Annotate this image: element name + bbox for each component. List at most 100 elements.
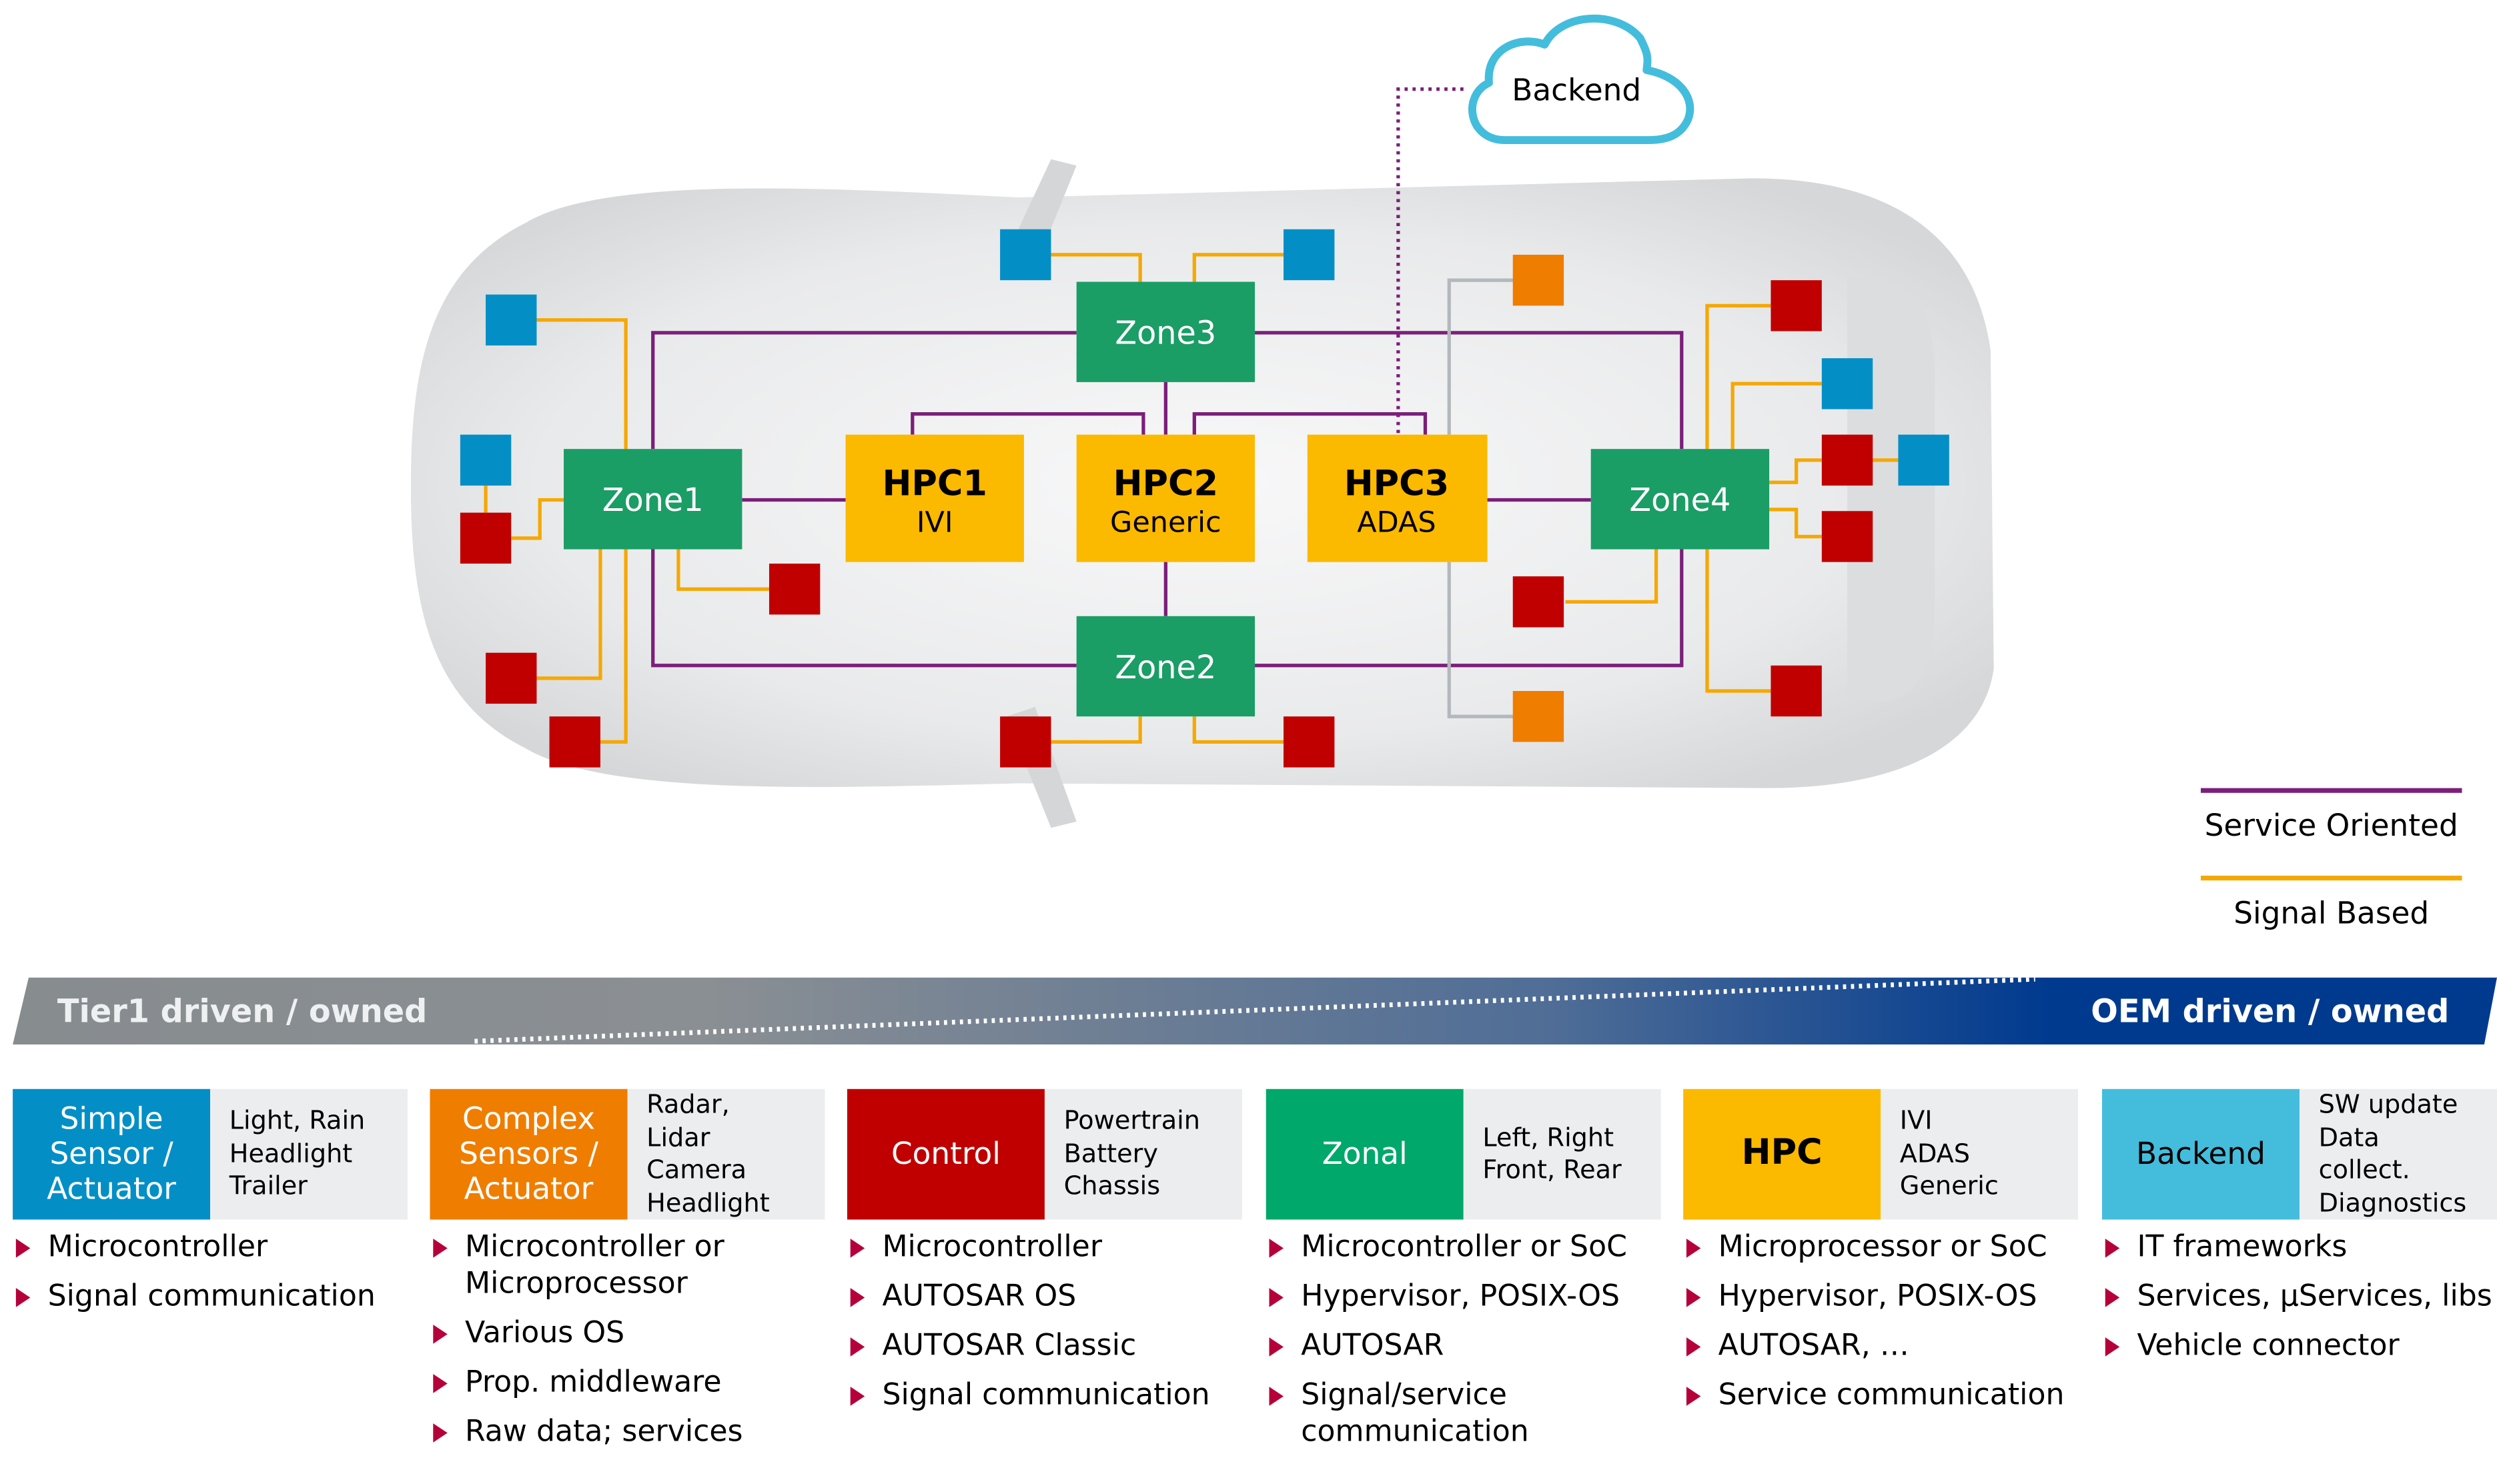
signal-link (511, 498, 564, 540)
simple-sensor-ecu[interactable] (1898, 434, 1949, 486)
vehicle-architecture-diagram: Backend Zone1 Zone2 Zone3 Zone4 HPC1IVI … (410, 15, 1994, 828)
control-ecu[interactable] (486, 652, 537, 704)
bullet-item: AUTOSAR, … (1683, 1328, 2078, 1365)
simple-sensor-ecu[interactable] (1821, 358, 1873, 410)
bullet-item: Microcontroller (13, 1229, 408, 1266)
card-examples: Radar, Lidar Camera Headlight (627, 1088, 825, 1220)
hpc-subtitle: IVI (917, 506, 953, 539)
control-ecu[interactable] (1000, 716, 1051, 768)
control-ecu[interactable] (1284, 716, 1335, 768)
control-ecu[interactable] (1771, 665, 1822, 717)
example-item: Headlight (229, 1138, 353, 1169)
complex-sensor-ecu[interactable] (1512, 254, 1564, 306)
zone-node[interactable]: Zone1 (564, 449, 742, 550)
service-link (1192, 412, 1428, 435)
hpc-title: HPC1 (882, 463, 987, 504)
card-backend: Backend SW update Data collect. Diagnost… (2101, 1088, 2497, 1377)
card-zonal: Zonal Left, Right Front, Rear Microcontr… (1266, 1088, 1661, 1463)
simple-sensor-ecu[interactable] (1000, 229, 1051, 281)
control-ecu[interactable] (460, 512, 512, 564)
card-badge: Control (847, 1088, 1045, 1220)
bullet-triangle-icon (433, 1374, 448, 1393)
bullet-triangle-icon (850, 1387, 865, 1406)
signal-link (1565, 549, 1658, 604)
example-item: SW update (2318, 1088, 2458, 1120)
signal-link (1192, 253, 1284, 282)
bullet-triangle-icon (1686, 1288, 1701, 1307)
complex-sensor-ecu[interactable] (1512, 691, 1564, 742)
simple-sensor-ecu[interactable] (486, 294, 537, 346)
legend-signal-line (2200, 875, 2462, 881)
badge-line: Actuator (464, 1171, 594, 1207)
example-item: Chassis (1063, 1171, 1161, 1201)
bullet-item: Signal/service communication (1266, 1377, 1661, 1451)
badge-line: Sensor / (49, 1137, 173, 1172)
bullet-triangle-icon (850, 1288, 865, 1307)
example-item: Radar, (646, 1088, 730, 1120)
signal-link (1730, 382, 1822, 450)
bullet-item: Hypervisor, POSIX-OS (1266, 1279, 1661, 1315)
zone-node[interactable]: Zone2 (1076, 616, 1256, 717)
bullet-item: AUTOSAR Classic (847, 1328, 1242, 1365)
card-badge: Zonal (1266, 1088, 1464, 1220)
example-item: Diagnostics (2318, 1187, 2467, 1217)
card-examples: SW update Data collect. Diagnostics (2299, 1088, 2497, 1220)
signal-link (1051, 716, 1142, 744)
bullet-triangle-icon (1269, 1288, 1284, 1307)
hpc-title: HPC2 (1113, 463, 1218, 504)
card-bullets: Microcontroller Signal communication (13, 1229, 408, 1315)
zone-label: Zone4 (1629, 482, 1730, 519)
badge-line: Complex (462, 1101, 595, 1137)
hpc-subtitle: Generic (1110, 506, 1221, 539)
card-control: Control Powertrain Battery Chassis Micro… (847, 1088, 1242, 1427)
example-item: ADAS (1899, 1138, 1971, 1169)
legend-signal-label: Signal Based (2233, 896, 2430, 932)
bullet-triangle-icon (2105, 1337, 2120, 1357)
control-ecu[interactable] (1821, 511, 1873, 562)
bullet-item: IT frameworks (2102, 1229, 2497, 1266)
bullet-triangle-icon (433, 1423, 448, 1443)
card-bullets: Microprocessor or SoC Hypervisor, POSIX-… (1683, 1229, 2078, 1414)
example-item: Lidar (646, 1121, 710, 1153)
example-item: Data (2318, 1121, 2380, 1153)
control-ecu[interactable] (1821, 434, 1873, 486)
card-bullets: Microcontroller or Microprocessor Variou… (430, 1229, 825, 1451)
card-badge: HPC (1683, 1088, 1881, 1220)
bullet-triangle-icon (15, 1239, 31, 1258)
bullet-item: Signal communication (13, 1279, 408, 1315)
zone-node[interactable]: Zone4 (1590, 449, 1770, 550)
card-hpc: HPC IVI ADAS Generic Microprocessor or S… (1683, 1088, 2079, 1427)
ownership-banner: Tier1 driven / owned OEM driven / owned (13, 977, 2497, 1044)
simple-sensor-ecu[interactable] (1284, 229, 1335, 281)
badge-line: Sensors / (459, 1137, 598, 1172)
backend-cloud[interactable]: Backend (1468, 15, 1694, 145)
badge-line: Simple (59, 1101, 163, 1137)
tier1-label: Tier1 driven / owned (57, 992, 428, 1030)
sensor-link (1447, 278, 1516, 435)
control-ecu[interactable] (549, 716, 600, 768)
card-examples: Light, Rain Headlight Trailer (210, 1088, 408, 1220)
bullet-triangle-icon (433, 1239, 448, 1258)
bullet-item: Raw data; services (430, 1414, 825, 1451)
example-item: Light, Rain (229, 1105, 366, 1136)
example-item: Trailer (229, 1171, 308, 1201)
zone-label: Zone3 (1115, 315, 1216, 352)
bullet-triangle-icon (1269, 1387, 1284, 1406)
bullet-item: Microcontroller (847, 1229, 1242, 1266)
simple-sensor-ecu[interactable] (460, 434, 512, 486)
control-ecu[interactable] (1771, 280, 1822, 331)
control-ecu[interactable] (769, 564, 821, 615)
legend-service-oriented: Service Oriented (2197, 788, 2465, 844)
zone-node[interactable]: Zone3 (1076, 281, 1256, 382)
bullet-item: AUTOSAR (1266, 1328, 1661, 1365)
control-ecu[interactable] (1512, 576, 1564, 628)
example-item: Powertrain (1063, 1105, 1200, 1136)
